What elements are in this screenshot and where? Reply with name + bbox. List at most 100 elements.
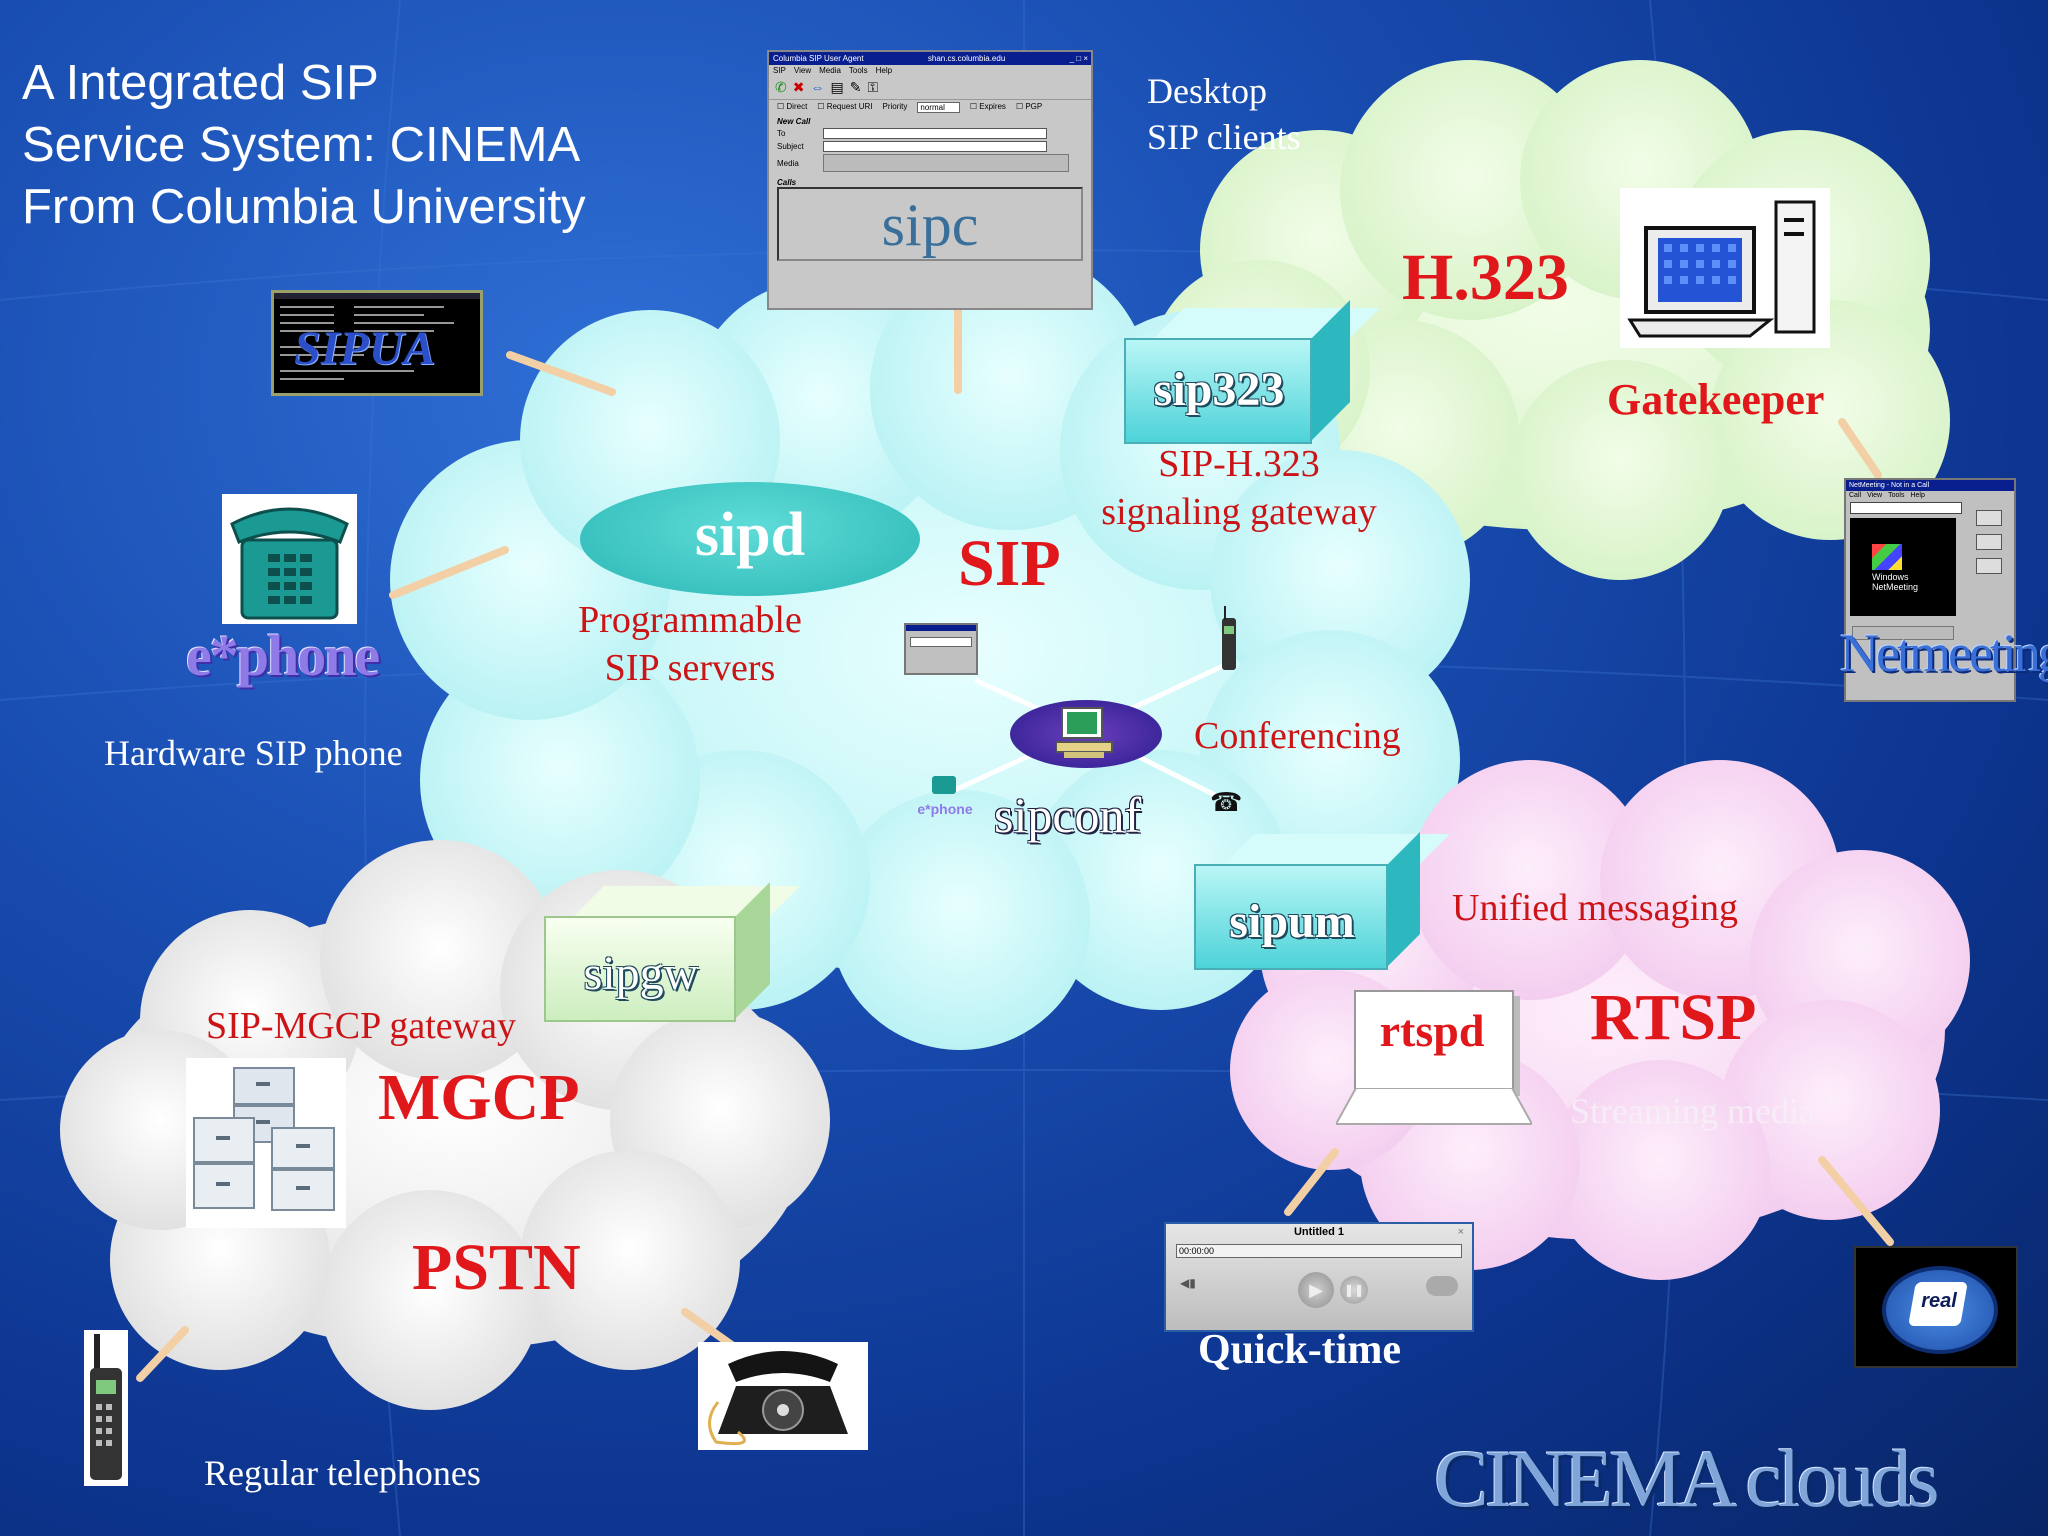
sip-mgcp-gateway-label: SIP-MGCP gateway (206, 1005, 516, 1047)
slide-title: A Integrated SIP Service System: CINEMA … (22, 56, 586, 234)
server-rack-icon (186, 1058, 346, 1228)
mgcp-title: MGCP (378, 1061, 580, 1134)
nm-bottom-controls[interactable] (1852, 626, 1954, 640)
rtspd-label: rtspd (1379, 1005, 1485, 1056)
sipd-ellipse (580, 482, 920, 596)
sipconf-label: sipconf (994, 787, 1142, 843)
nm-call-button[interactable] (1976, 510, 2002, 526)
programmable-label: Programmable SIP servers (578, 599, 802, 689)
sipc-window: Columbia SIP User Agent shan.cs.columbia… (767, 50, 1093, 310)
menu-help[interactable]: Help (875, 66, 893, 75)
option-direct[interactable]: ☐ Direct (777, 102, 808, 111)
quicktime-title: Untitled 1 (1293, 1226, 1345, 1238)
rtsp-title: RTSP (1590, 981, 1757, 1054)
nm-hangup-button[interactable] (1976, 534, 2002, 550)
cinema-clouds-footer: CINEMA clouds (1434, 1433, 1939, 1524)
regular-telephones-label: Regular telephones (204, 1453, 481, 1493)
ephone-label: e*phone (186, 623, 380, 688)
transfer-icon[interactable]: ⇔ (810, 79, 825, 95)
quicktime-close-button[interactable]: × (1457, 1226, 1464, 1238)
conferencing-label: Conferencing (1194, 715, 1401, 757)
nm-directory-button[interactable] (1976, 558, 2002, 574)
gatekeeper-label: Gatekeeper (1607, 375, 1825, 424)
record-icon[interactable]: ✎ (849, 79, 862, 95)
quicktime-time: 00:00:00 (1179, 1246, 1215, 1256)
netmeeting-label: Netmeeting (1840, 623, 2048, 683)
calls-label: Calls (777, 178, 797, 187)
menu-sip[interactable]: SIP (773, 66, 786, 75)
sipgw-label: sipgw (583, 947, 699, 1000)
sip-h323-gateway-label: SIP-H.323 signaling gateway (1101, 443, 1377, 533)
sipc-big-label: sipc (881, 192, 979, 258)
lock-icon[interactable]: ⚿ (867, 79, 879, 95)
desk-phone-icon (230, 507, 349, 620)
to-label: To (777, 129, 786, 138)
sipua-terminal: SIPUA (271, 290, 483, 396)
sipua-label: SIPUA (294, 322, 436, 375)
sipc-options: ☐ Direct ☐ Request URI Priority normal ☐… (769, 99, 1091, 115)
subject-field[interactable] (823, 141, 1047, 152)
play-button[interactable]: ▶ (1298, 1272, 1334, 1308)
notes-icon[interactable]: ▤ (830, 79, 844, 95)
nm-logo-line1: Windows (1872, 572, 1909, 582)
sipum-label: sipum (1229, 895, 1355, 948)
ephone-mini-icon: e*phone (912, 774, 978, 822)
hardware-phone-label: Hardware SIP phone (104, 733, 403, 773)
real-logo-text: real (1921, 1290, 1957, 1312)
nm-menu-view[interactable]: View (1867, 492, 1883, 499)
media-label: Media (777, 158, 799, 168)
netmeeting-title: NetMeeting - Not in a Call (1846, 480, 2014, 491)
computer-icon (1056, 707, 1113, 758)
menu-media[interactable]: Media (819, 66, 841, 75)
mobile-phone-icon (1222, 606, 1236, 670)
nm-address-field[interactable] (1850, 502, 1962, 514)
rtspd-stand (1336, 1088, 1532, 1125)
sipc-window-title: Columbia SIP User Agent (773, 54, 864, 63)
mobile-phone-icon (84, 1330, 128, 1486)
hangup-icon[interactable]: ✖ (792, 79, 805, 95)
fullscreen-button[interactable] (1426, 1276, 1458, 1296)
terminal-text-lines (280, 306, 454, 380)
real-logo: real (1854, 1246, 2018, 1368)
sip323-box: sip323 (1124, 300, 1380, 444)
nm-menu-call[interactable]: Call (1849, 492, 1862, 499)
sipd-label: sipd (694, 501, 806, 569)
nm-menu-tools[interactable]: Tools (1888, 492, 1905, 499)
option-request-uri[interactable]: ☐ Request URI (817, 102, 873, 111)
sipum-box: sipum (1194, 832, 1450, 970)
pause-button[interactable]: ❚❚ (1340, 1276, 1368, 1304)
quicktime-label: Quick-time (1198, 1327, 1401, 1373)
to-field[interactable] (823, 128, 1047, 139)
quicktime-timeline[interactable]: 00:00:00 (1176, 1244, 1462, 1258)
nm-logo-line2: NetMeeting (1872, 582, 1919, 592)
ephone-card (222, 494, 357, 624)
menu-view[interactable]: View (793, 66, 812, 75)
sipc-menu: SIP View Media Tools Help (769, 65, 1091, 76)
h323-title: H.323 (1402, 241, 1569, 314)
sipc-window-host: shan.cs.columbia.edu (927, 54, 1006, 63)
calls-panel: sipc (777, 187, 1083, 261)
call-icon[interactable]: ✆ (775, 79, 787, 95)
sip-title: SIP (958, 527, 1061, 600)
option-expires[interactable]: ☐ Expires (969, 102, 1006, 111)
option-priority: Priority (882, 102, 908, 111)
rtsp-cloud (1230, 760, 1970, 1280)
sip323-label: sip323 (1153, 363, 1285, 416)
quicktime-window: Untitled 1 × 00:00:00 ◀▮ ▶ ❚❚ (1164, 1222, 1474, 1332)
new-call-label: New Call (777, 117, 811, 126)
nm-menu-help[interactable]: Help (1910, 492, 1925, 499)
volume-icon[interactable]: ◀▮ (1180, 1276, 1196, 1290)
window-controls[interactable]: _ □ × (1069, 54, 1088, 63)
menu-tools[interactable]: Tools (848, 66, 868, 75)
option-pgp[interactable]: ☐ PGP (1015, 102, 1043, 111)
rotary-telephone-icon (698, 1342, 868, 1450)
nm-video-panel: Windows NetMeeting (1850, 518, 1956, 616)
media-field[interactable] (823, 154, 1069, 172)
netmeeting-window: NetMeeting - Not in a Call Call View Too… (1844, 478, 2016, 702)
unified-messaging-label: Unified messaging (1452, 887, 1739, 929)
desktop-clients-label: Desktop SIP clients (1147, 71, 1301, 157)
priority-select[interactable]: normal (917, 102, 960, 113)
subject-label: Subject (777, 142, 804, 151)
svg-text:e*phone: e*phone (917, 801, 972, 817)
nm-side-buttons (1976, 510, 2002, 574)
